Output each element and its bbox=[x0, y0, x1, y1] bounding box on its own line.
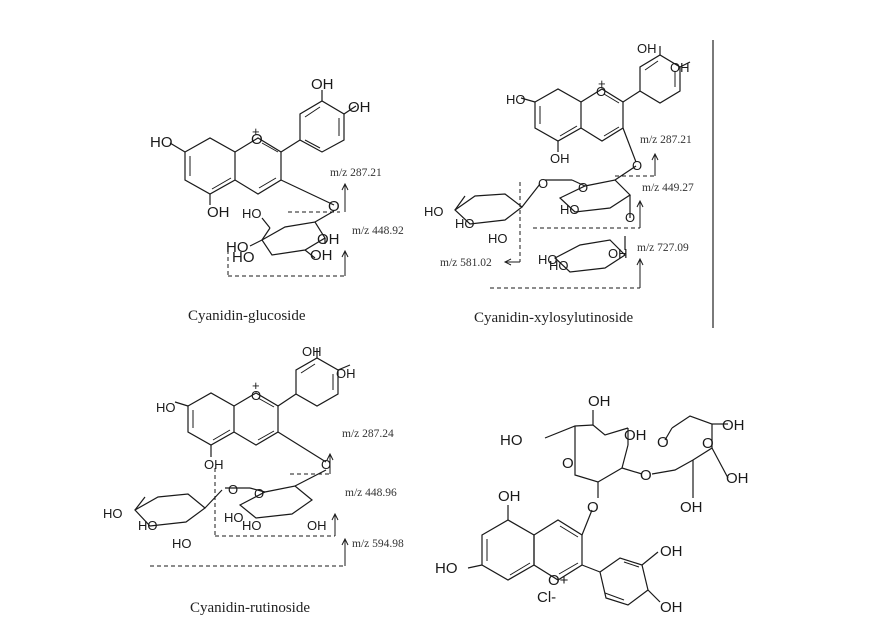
atom-label: OH bbox=[307, 518, 327, 533]
atom-label: HO bbox=[103, 506, 123, 521]
atom-label: HO bbox=[424, 204, 444, 219]
atom-label: HO bbox=[224, 510, 244, 525]
atom-label: OH bbox=[608, 246, 628, 261]
atom-label: O bbox=[596, 84, 606, 99]
atom-label: OH bbox=[348, 99, 371, 116]
atom-label: OH bbox=[670, 60, 690, 75]
atom-label: HO bbox=[138, 518, 158, 533]
panel-cyanidin-glucoside: OH OH HO O OH HO O HO HO OH OH + m/z 287… bbox=[150, 76, 404, 324]
atom-label: O bbox=[702, 435, 714, 452]
positive-charge: + bbox=[252, 124, 260, 139]
mz-label: m/z 727.09 bbox=[637, 242, 689, 254]
mz-label: m/z 448.96 bbox=[345, 487, 397, 499]
mz-label: m/z 287.21 bbox=[640, 134, 692, 146]
atom-label: OH bbox=[311, 76, 334, 93]
panel-caption: Cyanidin-glucoside bbox=[188, 308, 306, 324]
atom-label: HO bbox=[506, 92, 526, 107]
atom-label: O bbox=[587, 499, 599, 516]
mz-label: m/z 581.02 bbox=[440, 257, 492, 269]
positive-charge: + bbox=[252, 378, 260, 393]
atom-label: HO bbox=[150, 134, 173, 151]
atom-label: HO bbox=[500, 432, 523, 449]
atom-label: O bbox=[328, 198, 340, 215]
atom-label: O bbox=[321, 457, 331, 472]
panel-caption: Cyanidin-xylosylutinoside bbox=[474, 310, 634, 326]
atom-label: HO bbox=[232, 249, 255, 266]
panel-cyanidin-rutinoside: OH OH HO O OH O O HO HO HO HO HO O OH + … bbox=[103, 344, 404, 616]
atom-label: OH bbox=[660, 543, 683, 560]
atom-label: O bbox=[254, 486, 264, 501]
atom-label: O+ bbox=[548, 572, 569, 589]
atom-label: OH bbox=[588, 393, 611, 410]
atom-label: HO bbox=[226, 239, 249, 256]
atom-label: OH bbox=[660, 599, 683, 616]
atom-label: HO bbox=[560, 202, 580, 217]
atom-label: OH bbox=[310, 247, 333, 264]
atom-label: HO bbox=[242, 206, 262, 221]
panel-cyanidin-xylosylrutinoside: OH OH HO O OH O O HO HO HO HO O O HO OH … bbox=[424, 41, 694, 326]
atom-label: Cl- bbox=[537, 589, 556, 606]
atom-label: HO bbox=[242, 518, 262, 533]
atom-label: O bbox=[538, 176, 548, 191]
atom-label: O bbox=[251, 388, 261, 403]
atom-label: OH bbox=[336, 366, 356, 381]
atom-label: OH bbox=[722, 417, 745, 434]
atom-label: HO bbox=[538, 252, 558, 267]
atom-label: HO bbox=[549, 258, 569, 273]
mz-label: m/z 449.27 bbox=[642, 182, 694, 194]
atom-label: HO bbox=[156, 400, 176, 415]
atom-label: OH bbox=[302, 344, 322, 359]
atom-label: OH bbox=[680, 499, 703, 516]
atom-label: OH bbox=[207, 204, 230, 221]
atom-label: HO bbox=[455, 216, 475, 231]
atom-label: O bbox=[657, 434, 669, 451]
atom-label: HO bbox=[435, 560, 458, 577]
atom-label: OH bbox=[550, 151, 570, 166]
atom-label: OH bbox=[204, 457, 224, 472]
atom-label: O bbox=[228, 482, 238, 497]
mz-label: m/z 287.21 bbox=[330, 167, 382, 179]
atom-label: HO bbox=[488, 231, 508, 246]
atom-label: OH bbox=[637, 41, 657, 56]
panel-caption: Cyanidin-rutinoside bbox=[190, 600, 310, 616]
atom-label: O bbox=[578, 180, 588, 195]
atom-label: OH bbox=[498, 488, 521, 505]
atom-label: O bbox=[562, 455, 574, 472]
atom-label: O bbox=[640, 467, 652, 484]
atom-label: OH bbox=[317, 231, 340, 248]
positive-charge: + bbox=[598, 76, 606, 91]
mz-label: m/z 594.98 bbox=[352, 538, 404, 550]
mz-label: m/z 448.92 bbox=[352, 225, 404, 237]
panel-cyanidin-chloride-structure: OH HO OH OH OH OH O O O O OH O HO O+ Cl-… bbox=[435, 393, 749, 616]
atom-label: OH bbox=[726, 470, 749, 487]
atom-label: HO bbox=[172, 536, 192, 551]
atom-label: O bbox=[625, 210, 635, 225]
atom-label: O bbox=[251, 131, 263, 148]
mz-label: m/z 287.24 bbox=[342, 428, 394, 440]
atom-label: OH bbox=[624, 427, 647, 444]
atom-label: O bbox=[632, 158, 642, 173]
